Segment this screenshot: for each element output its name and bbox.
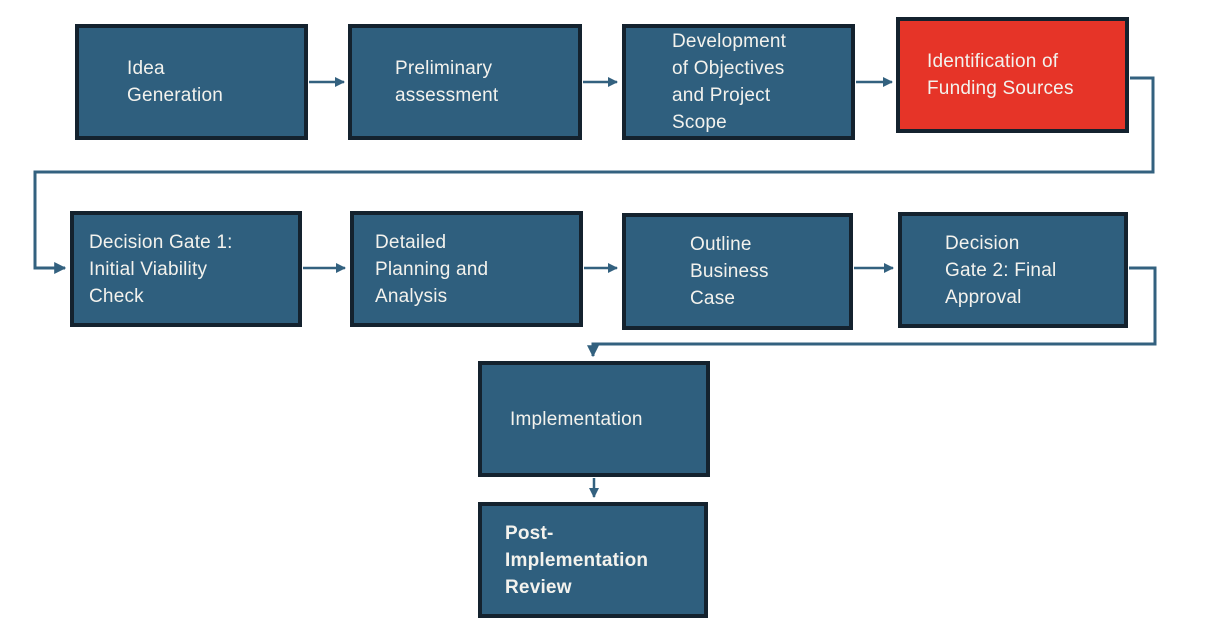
node-decision-gate-1-label: Decision Gate 1: Initial Viability Check: [89, 231, 233, 307]
node-detailed-planning-analysis-label: Detailed Planning and Analysis: [375, 231, 489, 307]
node-idea-generation: Idea Generation: [75, 24, 308, 140]
node-outline-business-case-label: Outline Business Case: [690, 234, 769, 309]
node-decision-gate-2: Decision Gate 2: Final Approval: [898, 212, 1128, 328]
node-decision-gate-1: Decision Gate 1: Initial Viability Check: [70, 211, 302, 327]
node-identification-funding-sources-label: Identification of Funding Sources: [927, 51, 1074, 99]
node-development-objectives-scope-label: Development of Objectives and Project Sc…: [672, 31, 787, 133]
node-development-objectives-scope: Development of Objectives and Project Sc…: [622, 24, 855, 140]
node-preliminary-assessment-label: Preliminary assessment: [395, 58, 499, 106]
node-detailed-planning-analysis: Detailed Planning and Analysis: [350, 211, 583, 327]
node-outline-business-case: Outline Business Case: [622, 213, 853, 330]
node-decision-gate-2-label: Decision Gate 2: Final Approval: [945, 232, 1057, 308]
node-preliminary-assessment: Preliminary assessment: [348, 24, 582, 140]
node-post-implementation-review-label: Post- Implementation Review: [505, 522, 649, 598]
node-implementation-label: Implementation: [510, 408, 643, 430]
node-post-implementation-review: Post- Implementation Review: [478, 502, 708, 618]
node-identification-funding-sources: Identification of Funding Sources: [896, 17, 1129, 133]
node-implementation: Implementation: [478, 361, 710, 477]
node-idea-generation-label: Idea Generation: [127, 58, 224, 106]
